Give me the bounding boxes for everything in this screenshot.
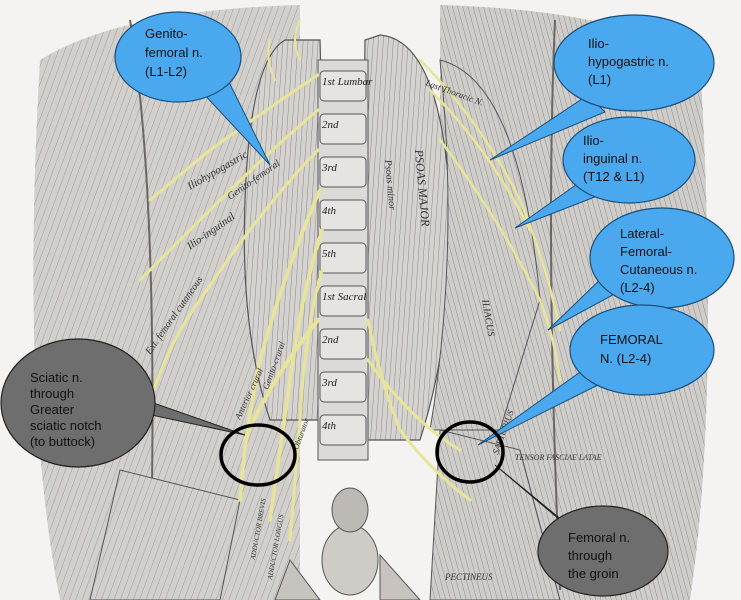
lower-region bbox=[89, 429, 561, 600]
sciatic-notch-circle bbox=[219, 423, 297, 487]
vertebra-block bbox=[319, 371, 367, 403]
callout-ilioinguinal-line1: Ilio- bbox=[583, 133, 604, 148]
vertebra-label: 2nd bbox=[322, 334, 339, 346]
callout-lateral-femoral-cutaneous: Lateral- Femoral- Cutaneous n. (L2-4) bbox=[589, 207, 735, 309]
nerves bbox=[138, 19, 562, 542]
psoas-minor-label: Psoas minor bbox=[382, 158, 397, 210]
vertebra-block bbox=[319, 199, 367, 231]
psoas-major-label: PSOAS MAJOR bbox=[412, 148, 433, 228]
callout-lfc-line2: Femoral- bbox=[620, 244, 672, 259]
vertebra-block bbox=[319, 156, 367, 188]
callout-femoral-groin: Femoral n. through the groin bbox=[537, 505, 669, 597]
vertebra-label: 1st Sacral bbox=[322, 291, 366, 303]
pectineus-label: PECTINEUS bbox=[444, 572, 493, 582]
callout-ilioinguinal: Ilio- inguinal n. (T12 & L1) bbox=[562, 116, 696, 204]
psoas-muscles bbox=[243, 34, 541, 441]
callout-sciatic: Sciatic n. through Greater sciatic notch… bbox=[0, 338, 156, 468]
vertebral-column bbox=[317, 59, 369, 461]
vertebra-label: 3rd bbox=[321, 162, 337, 174]
callout-femoral-line1: FEMORAL bbox=[600, 332, 663, 347]
vertebra-label: 4th bbox=[322, 205, 337, 217]
vertebra-label: 5th bbox=[322, 248, 337, 260]
callout-femoral-groin-line3: the groin bbox=[568, 566, 619, 581]
callout-femoral-groin-line1: Femoral n. bbox=[568, 530, 630, 545]
callout-iliohypogastric-line1: Ilio- bbox=[588, 36, 609, 51]
callout-iliohypogastric-line2: hypogastric n. bbox=[588, 54, 669, 69]
callout-genitofemoral-line2: femoral n. bbox=[145, 45, 203, 60]
callout-iliohypogastric-line3: (L1) bbox=[588, 72, 611, 87]
vertebra-block bbox=[319, 328, 367, 360]
vertebra-label: 3rd bbox=[321, 377, 337, 389]
callout-genitofemoral-line3: (L1-L2) bbox=[145, 64, 187, 79]
callout-lfc-line3: Cutaneous n. bbox=[620, 262, 697, 277]
vertebra-block bbox=[319, 70, 367, 102]
groin-circle bbox=[435, 420, 505, 484]
callout-sciatic-line5: (to buttock) bbox=[30, 434, 95, 449]
vertebra-label: 2nd bbox=[322, 119, 339, 131]
vertebra-label: 4th bbox=[322, 420, 337, 432]
callout-sciatic-line4: sciatic notch bbox=[30, 418, 102, 433]
highlight-circles bbox=[219, 420, 505, 487]
vertebra-block bbox=[319, 242, 367, 274]
callout-ilioinguinal-line2: inguinal n. bbox=[583, 151, 642, 166]
callout-ilioinguinal-line3: (T12 & L1) bbox=[583, 169, 644, 184]
callout-genitofemoral: Genito- femoral n. (L1-L2) bbox=[114, 11, 242, 103]
callout-lfc-line1: Lateral- bbox=[620, 226, 664, 241]
callout-femoral-line2: N. (L2-4) bbox=[600, 351, 651, 366]
callout-iliohypogastric: Ilio- hypogastric n. (L1) bbox=[553, 14, 715, 112]
vertebra-block bbox=[319, 414, 367, 446]
callout-sciatic-line3: Greater bbox=[30, 402, 75, 417]
vertebra-block bbox=[319, 113, 367, 145]
callout-femoral-groin-line2: through bbox=[568, 548, 612, 563]
vertebra-block bbox=[319, 285, 367, 317]
tensor-label: TENSOR FASCIAE LATAE bbox=[515, 453, 602, 462]
callout-sciatic-line1: Sciatic n. bbox=[30, 370, 83, 385]
callout-femoral: FEMORAL N. (L2-4) bbox=[569, 304, 715, 396]
callout-genitofemoral-line1: Genito- bbox=[145, 26, 188, 41]
callout-lfc-line4: (L2-4) bbox=[620, 280, 655, 295]
vertebra-label: 1st Lumbar bbox=[322, 76, 373, 88]
callout-sciatic-line2: through bbox=[30, 386, 74, 401]
